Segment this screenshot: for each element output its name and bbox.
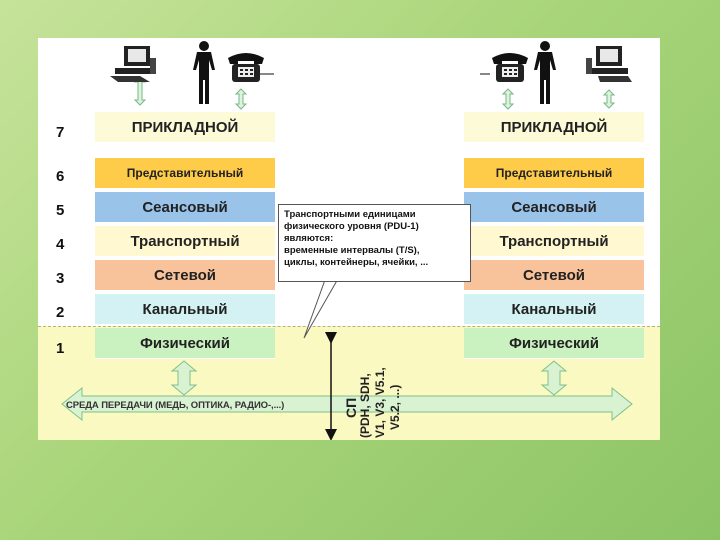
callout-line: Транспортными единицами bbox=[284, 209, 465, 221]
telephone-icon bbox=[228, 53, 274, 82]
callout-box: Транспортными единицами физического уров… bbox=[278, 204, 471, 282]
transmission-medium-label: СРЕДА ПЕРЕДАЧИ (МЕДЬ, ОПТИКА, РАДИО-,...… bbox=[66, 400, 284, 411]
right-updown-arrow-2 bbox=[604, 90, 614, 108]
telephone-icon bbox=[480, 53, 528, 82]
sp-label: СП (PDH, SDH, V1, V3, V5.1, V5.2, ...) bbox=[343, 350, 423, 440]
person-icon bbox=[193, 41, 215, 104]
person-icon bbox=[534, 41, 556, 104]
sp-line: СП bbox=[343, 398, 359, 418]
sp-line: V5.2, ...) bbox=[388, 385, 402, 430]
sp-line: (PDH, SDH, bbox=[358, 373, 372, 438]
computer-icon bbox=[586, 46, 632, 82]
right-physical-updown-arrow bbox=[542, 361, 566, 395]
slide: ПРИКЛАДНОЙ Представительный Сеансовый Тр… bbox=[38, 38, 660, 440]
callout-line: являются: bbox=[284, 233, 465, 245]
sp-line: V1, V3, V5.1, bbox=[373, 367, 387, 438]
left-updown-arrow-2 bbox=[236, 89, 246, 109]
callout-line: циклы, контейнеры, ячейки, ... bbox=[284, 257, 465, 269]
computer-icon bbox=[110, 46, 156, 82]
left-physical-updown-arrow bbox=[172, 361, 196, 395]
callout-line: физического уровня (PDU-1) bbox=[284, 221, 465, 233]
callout-line: временные интервалы (T/S), bbox=[284, 245, 465, 257]
right-updown-arrow-1 bbox=[503, 89, 513, 109]
